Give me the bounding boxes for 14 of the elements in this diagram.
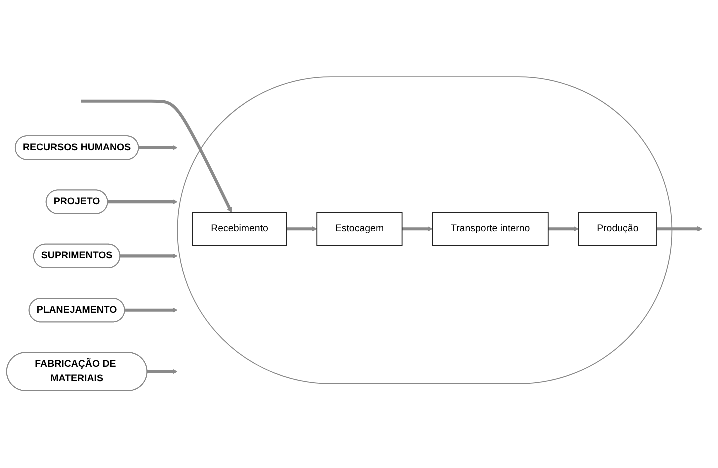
node-box: Recebimento xyxy=(192,212,288,246)
arrow xyxy=(124,308,178,314)
arrow xyxy=(286,226,318,232)
node-box: Estocagem xyxy=(316,212,403,246)
arrow xyxy=(657,226,703,232)
arrow xyxy=(548,226,580,232)
arrow xyxy=(120,254,178,259)
arrow xyxy=(138,145,178,151)
node-box: Produção xyxy=(578,212,658,246)
arrow xyxy=(81,100,232,213)
arrow xyxy=(147,369,178,374)
node-box: Transporte interno xyxy=(432,212,549,246)
arrow xyxy=(402,226,433,232)
arrow xyxy=(108,199,178,205)
